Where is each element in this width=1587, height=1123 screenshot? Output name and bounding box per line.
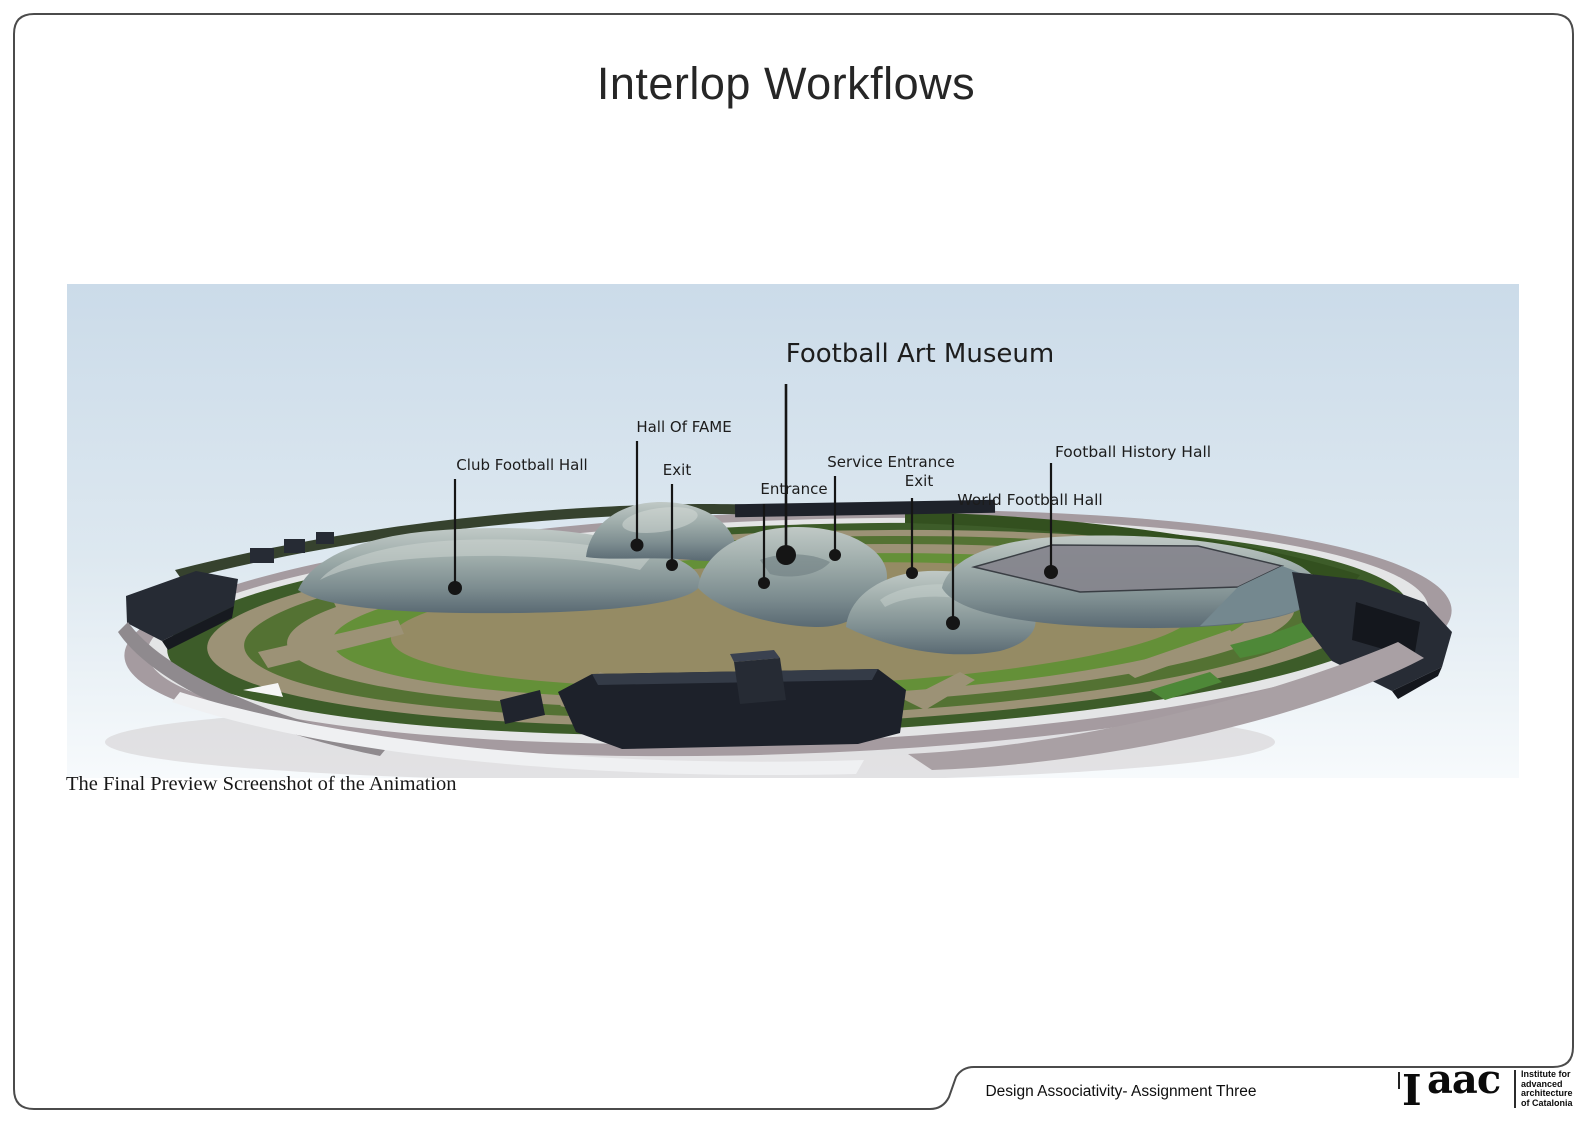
logo-divider — [1514, 1070, 1516, 1108]
logo-institute-line: advanced — [1521, 1078, 1563, 1089]
render-image — [67, 284, 1519, 778]
dot-world-football-hall — [946, 616, 960, 630]
perimeter-structures — [118, 532, 1452, 776]
dot-football-history-hall — [1044, 565, 1058, 579]
dot-exit-2 — [906, 567, 918, 579]
dot-football-art-museum — [776, 545, 796, 565]
dot-hall-of-fame — [630, 538, 644, 552]
museum-buildings — [298, 502, 1319, 655]
logo-institute-text: Institute for advanced architecture of C… — [1521, 1069, 1573, 1108]
logo-tick-mark — [1398, 1072, 1400, 1089]
callout-club-football-hall: Club Football Hall — [456, 456, 588, 474]
callout-football-history-hall: Football History Hall — [1054, 443, 1212, 461]
logo-institute-line: of Catalonia — [1521, 1097, 1573, 1108]
callout-hall-of-fame: Hall Of FAME — [636, 418, 732, 436]
leader-lines — [453, 384, 1053, 618]
far-hedge-right — [905, 512, 1360, 585]
image-caption: The Final Preview Screenshot of the Anim… — [66, 773, 457, 795]
logo-institute-line: architecture — [1521, 1088, 1573, 1099]
leader-dots — [448, 538, 1058, 630]
callout-exit-1: Exit — [662, 461, 692, 479]
dot-entrance — [758, 577, 770, 589]
footer-assignment-text: Design Associativity- Assignment Three — [985, 1083, 1257, 1100]
callout-exit-2: Exit — [904, 472, 934, 490]
callout-world-football-hall: World Football Hall — [957, 491, 1103, 509]
callout-service-entrance: Service Entrance — [827, 453, 955, 471]
logo-letters-aac: aac — [1427, 1056, 1501, 1103]
diagram-heading: Football Art Museum — [785, 339, 1055, 369]
dot-club-football-hall — [448, 581, 462, 595]
callout-entrance: Entrance — [760, 480, 828, 498]
logo-letter-i: I — [1402, 1066, 1422, 1115]
dot-service-entrance — [829, 549, 841, 561]
page-title: Interlop Workflows — [596, 58, 976, 109]
dot-exit-1 — [666, 559, 678, 571]
service-strip — [734, 499, 996, 518]
logo-institute-line: Institute for — [1521, 1069, 1571, 1079]
